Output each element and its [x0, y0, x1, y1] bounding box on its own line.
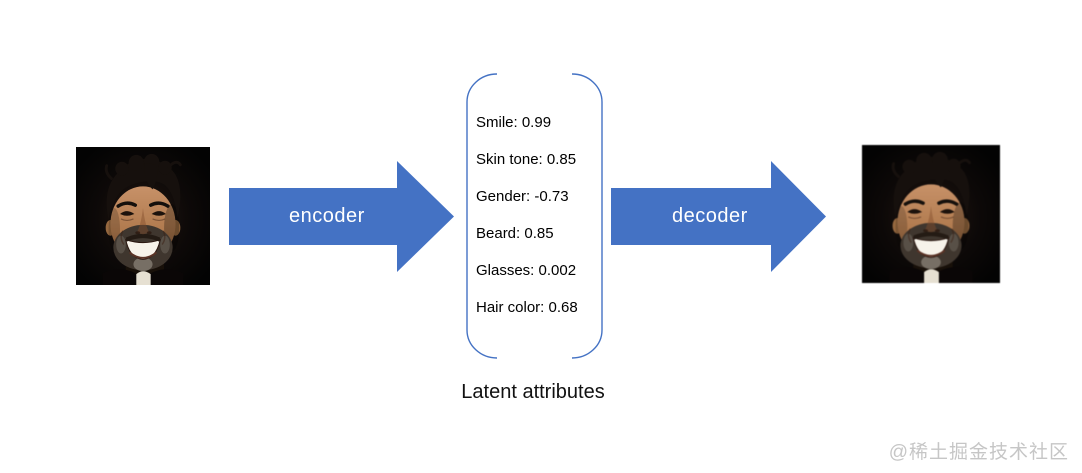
output-face-image [862, 145, 1000, 283]
latent-attribute-item: Hair color: 0.68 [476, 299, 578, 316]
right-arrow-icon [611, 161, 826, 272]
decoder-arrow: decoder [611, 161, 826, 272]
watermark: @稀土掘金技术社区 [888, 442, 1069, 463]
face-photo-art [862, 145, 1000, 283]
latent-attribute-item: Glasses: 0.002 [476, 262, 577, 279]
right-arrow-icon [229, 161, 454, 272]
latent-attributes-list: Smile: 0.99 Skin tone: 0.85 Gender: -0.7… [476, 104, 578, 326]
face-photo-art [76, 147, 210, 285]
latent-bracket [466, 73, 603, 359]
latent-attributes-caption: Latent attributes [461, 381, 605, 403]
latent-attribute-item: Beard: 0.85 [476, 225, 554, 242]
input-face-image [76, 147, 210, 285]
latent-attribute-item: Gender: -0.73 [476, 188, 569, 205]
latent-attribute-item: Skin tone: 0.85 [476, 151, 577, 168]
encoder-arrow: encoder [229, 161, 454, 272]
latent-attribute-item: Smile: 0.99 [476, 114, 552, 131]
